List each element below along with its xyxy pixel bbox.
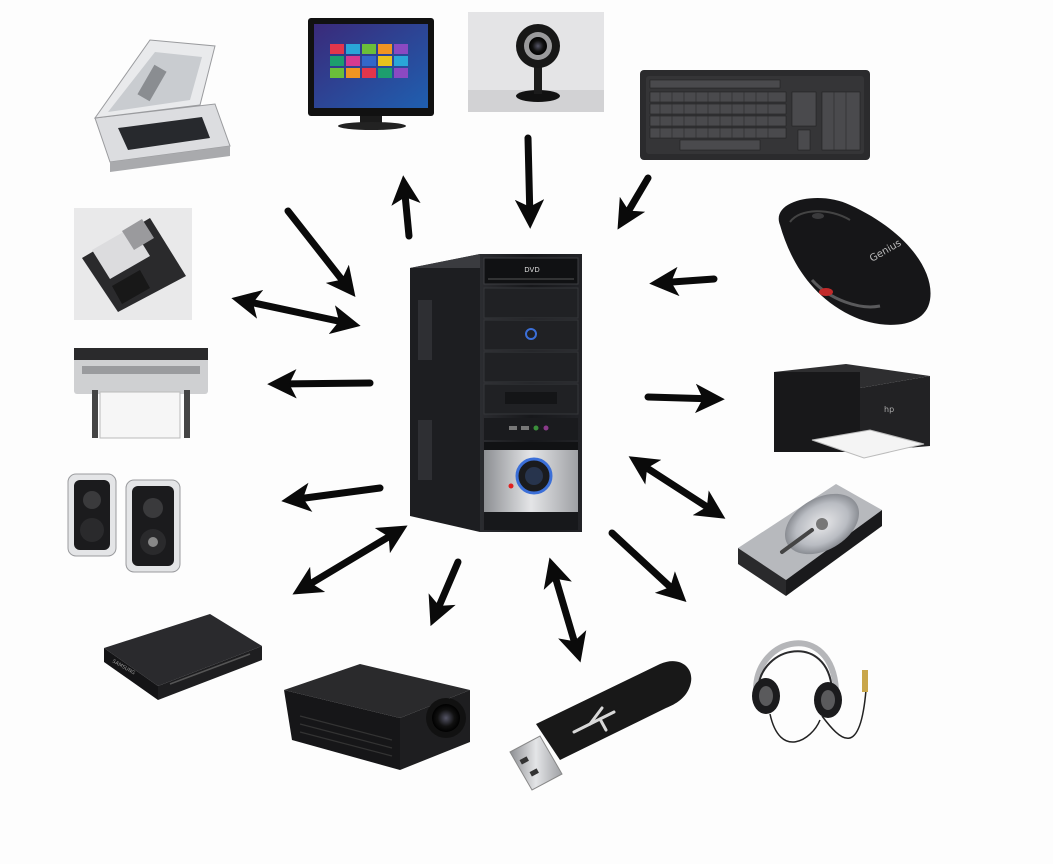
webcam <box>468 12 604 112</box>
hard-drive <box>738 484 882 596</box>
printer-brand-label: hp <box>884 405 894 414</box>
scanner <box>93 39 231 172</box>
speakers <box>67 473 181 573</box>
power-led <box>508 483 514 489</box>
usb-port <box>521 426 529 430</box>
keyboard <box>640 70 870 160</box>
webcam-lens-icon <box>529 37 547 55</box>
start-screen-tiles <box>330 44 408 78</box>
arrow-computer-usb-drive <box>543 557 587 663</box>
projector-lens-icon <box>432 704 460 732</box>
arrow-computer-hard-drive <box>628 456 726 519</box>
arrow-computer-dvd-player <box>292 525 408 595</box>
plotter-printer <box>74 348 208 439</box>
arrow-computer-to-projector <box>428 558 462 627</box>
arrow-computer-floppy <box>231 289 361 335</box>
usb-trident-icon <box>572 706 616 734</box>
arrow-computer-to-headphones <box>608 529 687 602</box>
arrow-scanner-to-computer <box>284 207 356 297</box>
arrow-computer-to-plotter <box>267 369 374 399</box>
monitor <box>308 18 434 130</box>
projector <box>284 664 470 770</box>
arrow-computer-to-monitor <box>391 175 421 240</box>
arrows <box>231 134 726 663</box>
headphones <box>752 640 868 743</box>
volume-knob <box>148 537 158 547</box>
usb-port <box>509 426 517 430</box>
arrow-mouse-to-computer <box>649 266 718 297</box>
arrow-keyboard-to-computer <box>617 174 652 230</box>
arrow-webcam-to-computer <box>514 134 545 229</box>
mouse: Genius <box>778 197 931 325</box>
brand-logo-icon <box>525 328 537 340</box>
arrow-computer-to-printer <box>644 383 725 414</box>
dvd-player: SAMSUNG <box>104 614 262 700</box>
floppy-disk <box>74 208 192 320</box>
dvd-badge: DVD <box>524 266 539 274</box>
usb-flash-drive <box>509 661 692 791</box>
laser-printer: hp <box>774 364 930 459</box>
computer-tower: DVD <box>410 254 582 532</box>
arrow-computer-to-speakers <box>281 482 384 512</box>
